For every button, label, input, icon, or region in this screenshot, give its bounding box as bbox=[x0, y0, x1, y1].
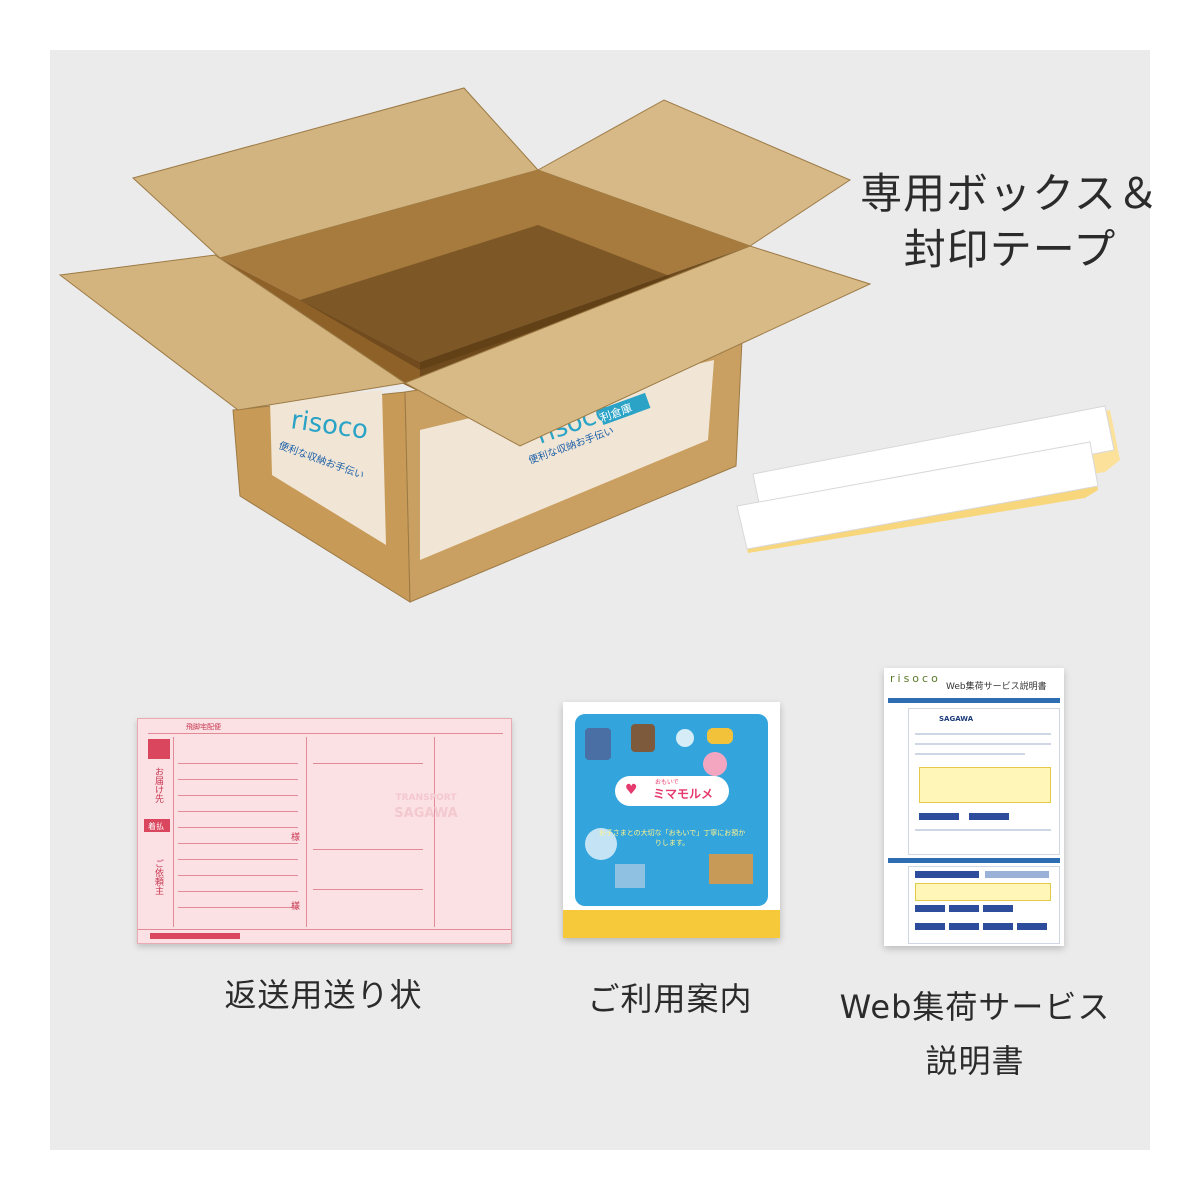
guide-logo-small-text: おもいで bbox=[655, 779, 679, 786]
return-waybill-image: 飛脚宅配便 お届け先 ご依頼主 着払 様 様 TRANSPORT SAGAWA bbox=[137, 718, 512, 944]
web-pickup-manual-image: risoco Web集荷サービス説明書 SAGAWA bbox=[884, 668, 1064, 946]
guide-illustration: おもいで ♥ ミマモルメ お子さまとの大切な「おもいで」丁寧にお預かりします。 bbox=[575, 714, 768, 906]
manual-brand: SAGAWA bbox=[939, 715, 974, 723]
waybill-label-sama-2: 様 bbox=[291, 902, 301, 912]
caption-return-waybill: 返送用送り状 bbox=[224, 976, 423, 1014]
manual-title: Web集荷サービス説明書 bbox=[946, 682, 1047, 692]
box-and-tape-heading: 専用ボックス＆ 封印テープ bbox=[855, 166, 1165, 278]
guide-footer-bar bbox=[563, 910, 780, 938]
guide-decoration-icons bbox=[585, 724, 753, 888]
waybill-label-cod: 着払 bbox=[148, 822, 164, 831]
sealing-tape-illustration bbox=[736, 405, 1120, 553]
heart-icon: ♥ bbox=[625, 782, 638, 798]
manual-screenshot-top: SAGAWA bbox=[908, 708, 1060, 855]
box-badge bbox=[598, 392, 651, 426]
manual-screenshot-bottom bbox=[908, 866, 1060, 944]
manual-header-bar bbox=[888, 698, 1060, 703]
manual-section-bar bbox=[888, 858, 1060, 863]
cardboard-box-illustration: risoco 便利な収納お手伝い risoco 便利な収納お手伝い 利倉庫 bbox=[58, 87, 872, 603]
heading-line-1: 専用ボックス＆ bbox=[860, 169, 1160, 218]
guide-logo: おもいで ♥ ミマモルメ bbox=[615, 776, 729, 806]
guide-message: お子さまとの大切な「おもいで」丁寧にお預かりします。 bbox=[598, 829, 746, 847]
caption-webdoc-line-2: 説明書 bbox=[925, 1042, 1025, 1080]
manual-logo: risoco bbox=[890, 672, 941, 685]
caption-usage-guide: ご利用案内 bbox=[587, 980, 753, 1018]
guide-logo-text: ミマモルメ bbox=[653, 787, 714, 801]
waybill-header: 飛脚宅配便 bbox=[186, 723, 221, 731]
usage-guide-image: おもいで ♥ ミマモルメ お子さまとの大切な「おもいで」丁寧にお預かりします。 bbox=[563, 702, 780, 938]
waybill-label-sender: ご依頼主 bbox=[153, 859, 163, 895]
waybill-footer-bar bbox=[150, 933, 240, 939]
waybill-cod-badge bbox=[144, 819, 170, 832]
manual-note-box bbox=[919, 767, 1051, 803]
waybill-label-sama-1: 様 bbox=[291, 833, 301, 843]
waybill-brand-watermark: TRANSPORT SAGAWA bbox=[394, 793, 458, 821]
waybill-mark bbox=[148, 739, 170, 759]
waybill-label-recipient: お届け先 bbox=[153, 767, 163, 803]
caption-web-pickup-manual: Web集荷サービス 説明書 bbox=[815, 980, 1135, 1088]
caption-webdoc-line-1: Web集荷サービス bbox=[839, 988, 1111, 1026]
heading-line-2: 封印テープ bbox=[903, 225, 1117, 274]
